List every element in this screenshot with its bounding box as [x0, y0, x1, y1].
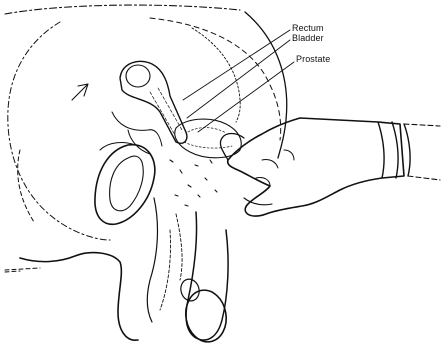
inner-pelvic-arc [192, 28, 240, 122]
prostate-detail [184, 128, 232, 148]
rectum-tube [120, 61, 187, 143]
thigh-contour [20, 253, 138, 341]
label-bladder: Bladder [292, 33, 324, 43]
glove-hand [228, 118, 404, 216]
label-prostate: Prostate [296, 54, 330, 64]
penis-lines [160, 214, 182, 310]
thigh-inner [147, 198, 157, 322]
body-outline [5, 5, 240, 14]
pelvic-floor [100, 112, 162, 154]
rear-dashes [5, 150, 40, 272]
pointer-prostate [198, 62, 294, 132]
pointer-bladder [187, 40, 290, 118]
penis-shaft [186, 212, 228, 340]
scrotum-outline [95, 145, 155, 225]
bladder-wall [245, 12, 287, 158]
glove-cuff [378, 122, 410, 178]
knuckle-lines [256, 150, 294, 186]
stipple-area [170, 160, 217, 206]
label-rectum: Rectum [292, 23, 324, 33]
direction-mark [72, 84, 88, 100]
testis [110, 156, 144, 211]
pointer-rectum [183, 30, 290, 100]
rectum-lumen [126, 65, 150, 87]
